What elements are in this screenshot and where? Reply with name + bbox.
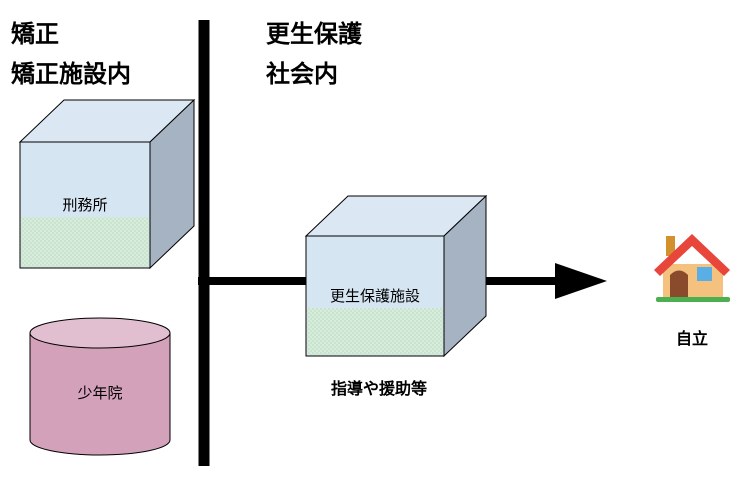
rehab-subtitle: 社会内 [266, 60, 338, 88]
house-door [670, 270, 688, 297]
correction-title: 矯正 [11, 20, 59, 48]
house-roof [654, 234, 730, 276]
rehab-title: 更生保護 [266, 20, 362, 48]
juvenile-school-cylinder [29, 317, 171, 456]
house-chimney [666, 236, 675, 256]
house-icon [654, 234, 730, 302]
guidance-label: 指導や援助等 [330, 379, 428, 398]
cylinder-body [29, 332, 171, 456]
prison-cube [18, 98, 196, 270]
house-grass [656, 297, 730, 302]
prison-label: 刑務所 [62, 196, 108, 214]
house-window [697, 267, 712, 281]
flow-arrow-head [555, 263, 607, 299]
rehab-facility-cube [304, 194, 488, 358]
independence-label: 自立 [675, 329, 709, 348]
prison-cube-dotted-fill [21, 217, 149, 267]
prison-cube-side [149, 98, 195, 270]
rehab-cube-dotted-fill [307, 308, 443, 355]
correction-subtitle: 矯正施設内 [11, 60, 131, 88]
rehab-facility-label: 更生保護施設 [329, 287, 421, 305]
cylinder-top [29, 317, 171, 349]
rehab-cube-side [443, 194, 487, 358]
juvenile-school-label: 少年院 [77, 384, 123, 402]
